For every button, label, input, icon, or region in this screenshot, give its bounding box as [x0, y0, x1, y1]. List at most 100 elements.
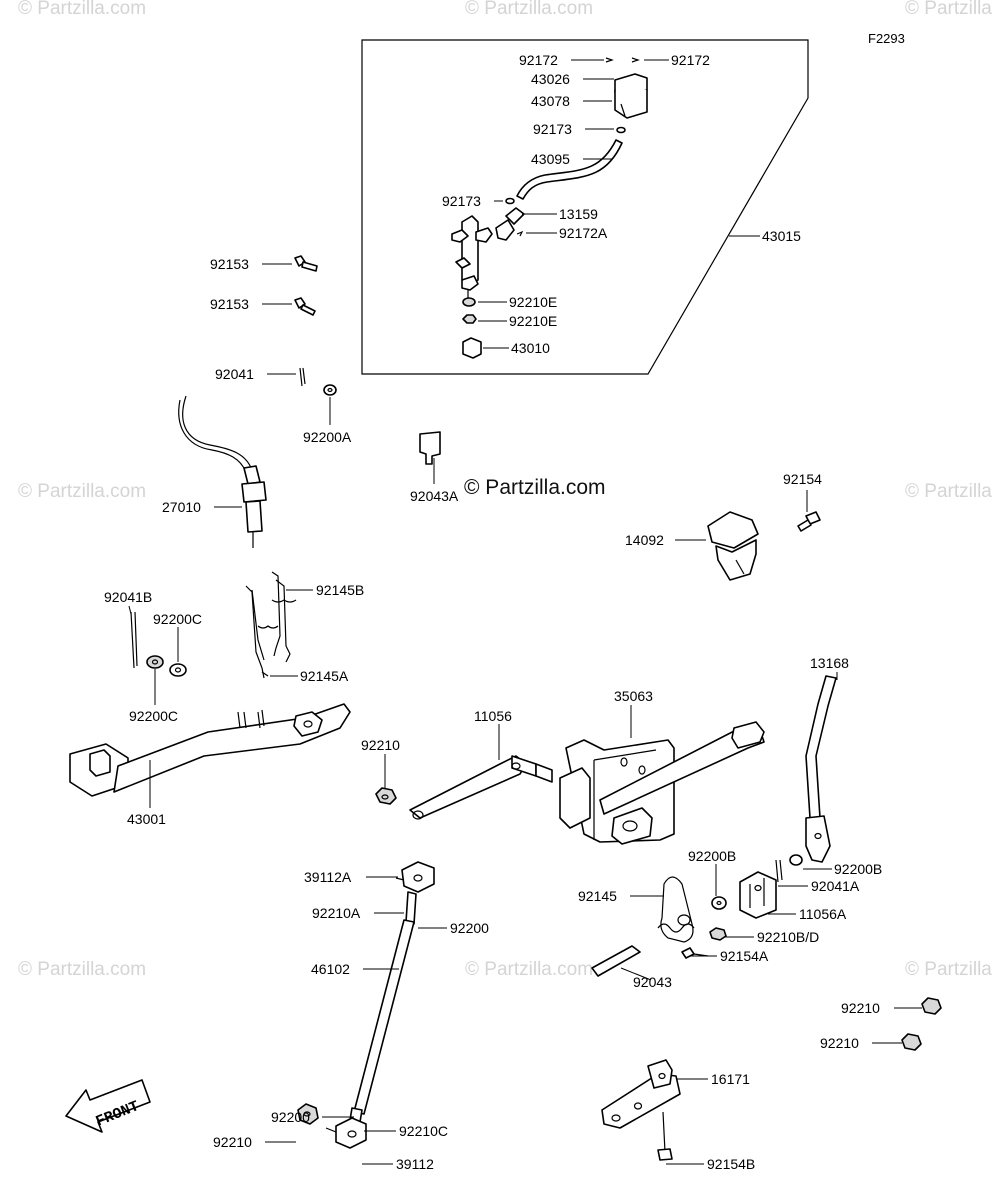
callout-92154B: 92154B: [707, 1156, 755, 1172]
part-master-cylinder-body[interactable]: [451, 215, 493, 300]
callout-39112: 39112: [396, 1156, 434, 1172]
watermark-top-center: © Partzilla.com: [465, 0, 593, 19]
callout-43078: 43078: [531, 93, 570, 109]
callout-92200-bottom: 92200: [271, 1109, 310, 1125]
part-92041-cotter-pin: [299, 367, 306, 387]
callout-43001: 43001: [127, 811, 166, 827]
part-92172-clip-left: [605, 57, 614, 63]
part-92200B-washer-right: [789, 854, 803, 866]
part-43001-brake-pedal[interactable]: [69, 703, 351, 797]
callout-13159: 13159: [559, 206, 598, 222]
callout-35063: 35063: [614, 688, 653, 704]
part-92200A-washer: [323, 384, 337, 396]
callout-92145B: 92145B: [316, 582, 364, 598]
part-13168-rod[interactable]: [805, 675, 837, 863]
watermark-top-right: © Partzilla.com: [905, 0, 993, 19]
part-92200C-washer-1: [146, 655, 164, 669]
callout-92154: 92154: [783, 471, 822, 487]
callout-92172-right: 92172: [671, 52, 710, 68]
callout-92200B-right: 92200B: [834, 861, 882, 877]
part-92210E-nut-2: [462, 314, 477, 324]
watermark-top-left: © Partzilla.com: [18, 0, 146, 19]
part-92210-nut-bottom: [297, 1103, 319, 1125]
part-43095-hose[interactable]: [516, 139, 623, 200]
callout-92173-bottom: 92173: [442, 193, 481, 209]
callout-92041A: 92041A: [811, 878, 860, 894]
callout-92145: 92145: [578, 888, 617, 904]
callout-11056A: 11056A: [799, 906, 847, 922]
part-27010-brake-switch[interactable]: [178, 395, 267, 548]
callout-92041B: 92041B: [104, 589, 152, 605]
part-92173-clamp-top: [616, 126, 626, 134]
callout-92200B-top: 92200B: [688, 848, 736, 864]
callout-43015: 43015: [762, 228, 801, 244]
callout-92153-2: 92153: [210, 296, 249, 312]
part-92145-spring[interactable]: [657, 876, 695, 943]
figure-id: F2293: [868, 31, 905, 46]
callout-labels: 92172 92172 43026 43078 92173 43095 9217…: [104, 52, 882, 1172]
part-13159-fitting[interactable]: [495, 207, 525, 241]
leader-lines: [128, 59, 922, 1165]
front-direction-arrow: FRONT: [65, 1079, 151, 1133]
watermark-low-right: © Partzilla.com: [905, 959, 993, 980]
part-43026-reservoir-cap[interactable]: [614, 73, 648, 119]
part-92173-clamp-bottom: [505, 197, 515, 205]
part-92200B-washer-top: [711, 896, 727, 910]
callout-92210C: 92210C: [399, 1123, 448, 1139]
part-92210-nut-right-2: [901, 1033, 922, 1051]
part-43010-clevis[interactable]: [462, 337, 482, 359]
part-92172-clip-right: [631, 57, 640, 63]
callout-92210-right-1: 92210: [841, 1000, 880, 1016]
part-92210E-nut-1: [462, 297, 476, 307]
part-92154B-bolt: [657, 1111, 673, 1161]
part-92043-pin[interactable]: [591, 945, 641, 977]
callout-92210A: 92210A: [312, 905, 361, 921]
callout-92145A: 92145A: [300, 668, 349, 684]
callout-43010: 43010: [511, 340, 550, 356]
watermark-mid-left: © Partzilla.com: [18, 481, 146, 502]
part-92154-bolt: [797, 511, 821, 532]
part-92172A-clip: [516, 230, 524, 237]
callout-92210-right-2: 92210: [820, 1035, 859, 1051]
watermark-low-left: © Partzilla.com: [18, 959, 146, 980]
watermark-low-center: © Partzilla.com: [465, 959, 593, 980]
part-92043A-bracket[interactable]: [419, 431, 441, 465]
callout-92210E-1: 92210E: [509, 294, 557, 310]
callout-11056: 11056: [474, 708, 512, 724]
part-92041B-cotter-pin: [130, 611, 138, 669]
callout-46102: 46102: [311, 961, 350, 977]
callout-92210E-2: 92210E: [509, 313, 557, 329]
part-92153-bolt-1: [294, 255, 318, 272]
part-92200C-washer-2: [169, 663, 187, 677]
callout-16171: 16171: [711, 1071, 750, 1087]
callout-92043: 92043: [633, 974, 672, 990]
part-16171-bracket[interactable]: [601, 1059, 681, 1129]
part-92210BD-nut: [709, 927, 727, 941]
callout-92210-bottom: 92210: [213, 1134, 252, 1150]
part-92145A-spring[interactable]: [245, 585, 279, 679]
part-92210-nut-right-1: [921, 997, 942, 1015]
callout-39112A: 39112A: [304, 869, 352, 885]
part-35063-shaft-bracket[interactable]: [559, 721, 765, 845]
callout-92200C-top: 92200C: [153, 611, 202, 627]
callout-43026: 43026: [531, 71, 570, 87]
part-92145B-spring[interactable]: [271, 571, 297, 663]
callout-92041: 92041: [215, 366, 254, 382]
part-11056A-clevis[interactable]: [739, 871, 777, 919]
callout-92153-1: 92153: [210, 256, 249, 272]
callout-27010: 27010: [162, 499, 201, 515]
callout-13168: 13168: [810, 655, 849, 671]
part-14092-cover[interactable]: [707, 511, 759, 581]
callout-92172A: 92172A: [559, 225, 608, 241]
part-92041A-cotter-pin: [775, 859, 783, 883]
part-11056-lever[interactable]: [409, 755, 553, 820]
watermark-mid-right: © Partzilla.com: [905, 481, 993, 502]
part-92153-bolt-2: [294, 297, 316, 316]
callout-92173-top: 92173: [533, 121, 572, 137]
callout-14092: 14092: [625, 532, 664, 548]
callout-92043A: 92043A: [410, 488, 459, 504]
callout-43095: 43095: [531, 151, 570, 167]
callout-92154A: 92154A: [720, 948, 769, 964]
callout-92210-mid: 92210: [361, 737, 400, 753]
